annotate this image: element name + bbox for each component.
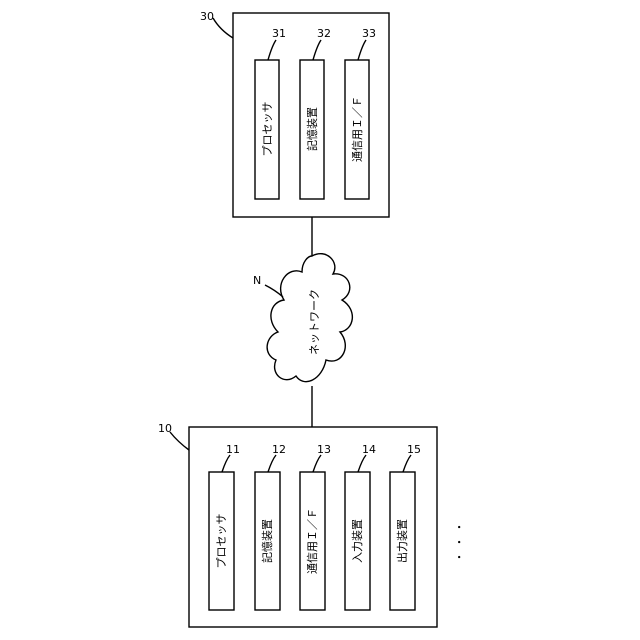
terminal-ref: 10 <box>158 422 172 435</box>
terminal-component-label-13: 通信用Ｉ／Ｆ <box>306 508 319 574</box>
network-cloud-group: N ネットワーク <box>253 254 352 382</box>
server-component-ref-32: 32 <box>317 27 331 40</box>
terminal-component-label-12: 記憶装置 <box>260 519 274 563</box>
server-component-label-32: 記憶装置 <box>305 107 319 151</box>
terminal-component-label-15: 出力装置 <box>395 519 409 563</box>
terminal-component-ref-13: 13 <box>317 443 331 456</box>
server-block: 30 31 プロセッサ 32 記憶装置 33 通信用Ｉ／Ｆ <box>200 10 389 217</box>
terminal-more-ellipsis: ・・・ <box>453 518 466 563</box>
server-ref: 30 <box>200 10 214 23</box>
terminal-block: 10 11 プロセッサ 12 記憶装置 13 通信用Ｉ／Ｆ 14 入力装置 15… <box>158 422 437 627</box>
terminal-component-ref-12: 12 <box>272 443 286 456</box>
terminal-component-label-11: プロセッサ <box>215 514 228 569</box>
terminal-component-ref-14: 14 <box>362 443 376 456</box>
server-ref-leader <box>213 18 233 38</box>
terminal-component-label-14: 入力装置 <box>351 519 364 563</box>
server-component-label-33: 通信用Ｉ／Ｆ <box>351 96 364 162</box>
terminal-component-ref-15: 15 <box>407 443 421 456</box>
server-component-ref-31: 31 <box>272 27 286 40</box>
terminal-ref-leader <box>170 432 189 450</box>
network-label: ネットワーク <box>308 289 321 355</box>
terminal-component-ref-11: 11 <box>226 443 240 456</box>
server-component-label-31: プロセッサ <box>261 102 274 157</box>
network-ref: N <box>253 274 261 287</box>
server-component-ref-33: 33 <box>362 27 376 40</box>
